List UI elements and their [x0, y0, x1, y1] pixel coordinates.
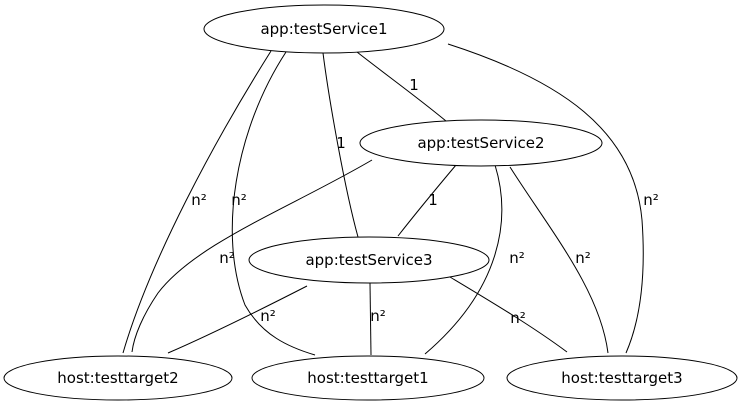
edge-label-service2-target1: n² [509, 249, 525, 267]
node-service1: app:testService1 [203, 4, 445, 54]
node-label-target2: host:testtarget2 [57, 369, 178, 387]
edge-service3-target2 [167, 285, 308, 354]
edge-service1-service3 [322, 52, 359, 238]
edge-label-service2-service3: 1 [428, 191, 438, 209]
edge-service3-target3 [449, 276, 568, 353]
node-label-target3: host:testtarget3 [561, 369, 682, 387]
edge-label-service2-target2: n² [219, 249, 235, 267]
node-service3: app:testService3 [248, 236, 490, 284]
edge-label-service1-target1: n² [231, 191, 247, 209]
node-ellipse-service3 [248, 236, 490, 284]
node-service2: app:testService2 [359, 119, 603, 167]
nodes-layer: app:testService1 app:testService2 app:test… [3, 4, 738, 401]
node-label-service1: app:testService1 [260, 20, 387, 38]
edge-service2-service3 [397, 164, 457, 237]
node-ellipse-service2 [359, 119, 603, 167]
edge-service1-target3 [447, 43, 644, 354]
node-label-target1: host:testtarget1 [307, 369, 428, 387]
node-ellipse-target1 [251, 355, 485, 401]
edge-service1-service2 [356, 51, 447, 122]
node-target1: host:testtarget1 [251, 355, 485, 401]
node-ellipse-target3 [506, 355, 738, 401]
node-ellipse-service1 [203, 4, 445, 54]
edge-service2-target3 [509, 166, 609, 354]
edge-label-service1-service2: 1 [409, 76, 419, 94]
node-target2: host:testtarget2 [3, 355, 233, 401]
edge-service2-target1 [424, 164, 503, 355]
edge-service3-target1 [369, 282, 372, 356]
edge-service1-target1 [231, 51, 316, 356]
edge-label-service1-service3: 1 [336, 134, 346, 152]
edge-label-service3-target1: n² [370, 307, 386, 325]
edge-labels-layer: 1 1 1 n² n² n² n² n² n² n² n² n² [191, 76, 659, 327]
edge-service1-target2 [122, 50, 272, 354]
edge-label-service1-target2: n² [191, 191, 207, 209]
node-label-service2: app:testService2 [417, 134, 544, 152]
edge-service2-target2 [131, 159, 373, 353]
node-ellipse-target2 [3, 355, 233, 401]
edge-label-service2-target3: n² [575, 249, 591, 267]
node-label-service3: app:testService3 [305, 251, 432, 269]
edge-label-service3-target3: n² [510, 309, 526, 327]
edge-label-service1-target3: n² [643, 191, 659, 209]
node-target3: host:testtarget3 [506, 355, 738, 401]
edge-label-service3-target2: n² [260, 307, 276, 325]
edges-layer [122, 43, 644, 356]
